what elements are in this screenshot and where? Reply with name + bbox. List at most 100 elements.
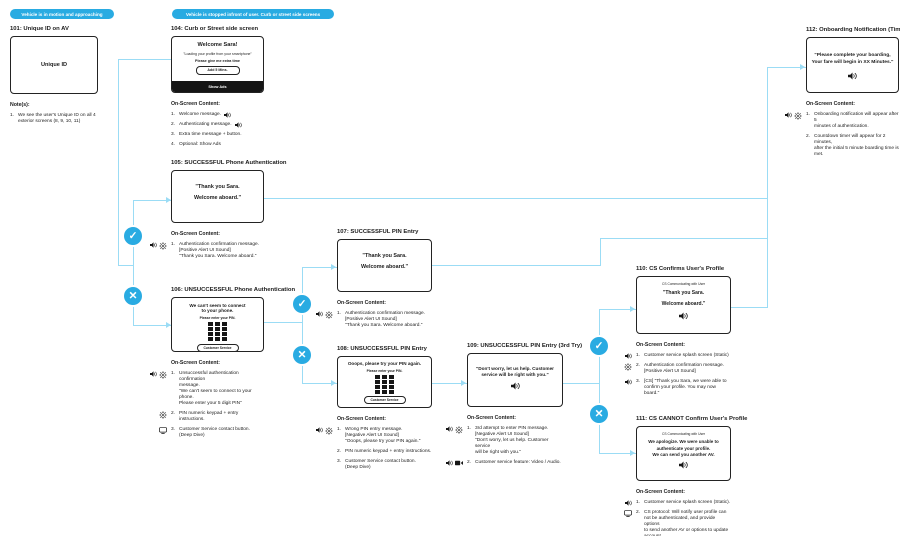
item-text: Customer service splash screen (Static). [644, 500, 731, 505]
content-item: 1. Authentication confirmation message. … [150, 242, 264, 260]
cs-confirm-screen-mock: CS Communicating with User "Thank you Sa… [636, 276, 731, 334]
customer-service-button: Customer Service [363, 396, 406, 405]
speaker-icon [679, 461, 688, 469]
success-pin-screen-mock: "Thank you Sara. Welcome aboard." [337, 239, 432, 292]
content-item: 3. [CS] "Thank you Sara, we were able to… [625, 379, 731, 397]
failure-cross-badge: ✕ [122, 285, 144, 307]
arrow-icon [166, 197, 171, 203]
node-101: 101: Unique ID on AV Unique ID Note(s): … [10, 26, 98, 129]
notes-header: Note(s): [10, 102, 30, 108]
speaker-icon [234, 122, 242, 128]
curb-screen-mock: Welcome Sara! "Loading your profile from… [171, 36, 264, 93]
content-item: 1. Onboarding notification will appear a… [785, 112, 899, 130]
node-title: 101: Unique ID on AV [10, 26, 69, 32]
speaker-icon [150, 242, 157, 250]
node-title: 109: UNSUCCESSFUL PIN Entry (3rd Try) [467, 343, 583, 349]
item-icons [141, 411, 171, 419]
flow-line [562, 383, 599, 385]
speaker-icon [679, 312, 688, 320]
flow-line [432, 265, 600, 267]
item-number: 3. [636, 379, 641, 384]
welcome-heading: Welcome Sara! [197, 42, 238, 48]
node-title: 106: UNSUCCESSFUL Phone Authentication [171, 287, 296, 293]
item-number: 1. [171, 242, 176, 247]
item-number: 3. [171, 132, 176, 137]
alert-ui-sound-icon [159, 411, 167, 419]
content-header: On-Screen Content: [337, 300, 386, 306]
item-text: Optional: Show Ads [179, 142, 221, 147]
content-item: 1. Authentication confirmation message. … [316, 311, 432, 329]
arrow-icon [630, 450, 635, 456]
node-109: 109: UNSUCCESSFUL PIN Entry (3rd Try) "D… [446, 343, 583, 470]
pin-entry-screen-mock: We can't seem to connect to your phone. … [171, 297, 264, 352]
arrow-icon [461, 380, 466, 386]
content-item: 1. 3rd attempt to enter PIN message. [Ne… [446, 426, 563, 456]
item-text: PIN numeric keypad + entry instructions. [345, 449, 432, 454]
item-number: 2. [337, 449, 342, 454]
cross-icon: ✕ [128, 289, 138, 302]
item-text: CS protocol: Will notify user profile ca… [644, 510, 729, 536]
flow-line [133, 325, 171, 327]
item-icons [606, 500, 636, 506]
success-check-badge: ✓ [588, 335, 610, 357]
content-item: 4. Optional: Show Ads [171, 142, 264, 148]
content-item: 1. Wrong PIN entry message. [Negative Al… [316, 427, 432, 445]
pin-keypad [375, 374, 394, 394]
success-check-badge: ✓ [291, 293, 313, 315]
node-105: 105: SUCCESSFUL Phone Authentication "Th… [150, 160, 287, 264]
deep-dive-screen-icon [624, 510, 632, 517]
item-number: 1. [337, 311, 342, 316]
speaker-icon [150, 371, 157, 379]
flow-line [599, 309, 636, 311]
speaker-icon [625, 500, 632, 506]
item-text: Authentication confirmation message. [Po… [345, 311, 425, 328]
item-number: 1. [171, 112, 176, 117]
alert-ui-sound-icon [325, 427, 333, 435]
item-text: We see the user's Unique ID on all 4 ext… [18, 113, 96, 124]
content-item: 1. Unsuccessful authentication confirmat… [150, 371, 264, 407]
cross-icon: ✕ [594, 407, 604, 420]
item-text: Onboarding notification will appear afte… [814, 112, 899, 129]
screen-message: "Thank you Sara. Welcome aboard." [360, 253, 409, 270]
node-110: 110: CS Confirms User's Profile CS Commu… [624, 266, 731, 401]
screen-message: "Don't worry, let us help. Customer serv… [476, 366, 554, 377]
cs-communicating-label: CS Communicating with User [661, 432, 706, 436]
item-icons [141, 427, 171, 434]
node-108: 108: UNSUCCESSFUL PIN Entry Ooops, pleas… [316, 346, 432, 475]
banner-label: Vehicle is in motion and approaching [21, 11, 103, 17]
flow-line [118, 59, 120, 266]
node-title: 110: CS Confirms User's Profile [636, 266, 725, 272]
alert-ui-sound-icon [624, 363, 632, 371]
item-icons [776, 112, 806, 120]
content-item: 2. PIN numeric keypad + entry instructio… [159, 411, 264, 423]
item-number: 2. [636, 510, 641, 515]
flow-line [432, 383, 467, 385]
item-number: 3. [171, 427, 176, 432]
alert-ui-sound-icon [159, 242, 167, 250]
item-icons [307, 427, 337, 435]
arrow-icon [331, 380, 336, 386]
item-number: 1. [10, 113, 15, 118]
node-title: 107: SUCCESSFUL PIN Entry [337, 229, 419, 235]
flow-line [118, 265, 134, 267]
banner-vehicle-stopped: Vehicle is stopped infront of user. Curb… [172, 9, 334, 19]
item-number: 3. [337, 459, 342, 464]
deep-dive-screen-icon [159, 427, 167, 434]
item-number: 1. [171, 371, 176, 376]
item-number: 2. [806, 134, 811, 139]
content-header: On-Screen Content: [171, 101, 220, 107]
flow-line [302, 267, 337, 269]
alert-ui-sound-icon [794, 112, 802, 120]
unique-id-screen: Unique ID [10, 36, 98, 94]
item-icons [307, 311, 337, 319]
arrow-icon [331, 264, 336, 270]
success-auth-screen-mock: "Thank you Sara. Welcome aboard." [171, 170, 264, 223]
success-check-badge: ✓ [122, 225, 144, 247]
content-header: On-Screen Content: [806, 101, 855, 107]
item-text: Authentication confirmation message. [Po… [179, 242, 259, 259]
node-title: 104: Curb or Street side screen [171, 26, 259, 32]
speaker-icon [316, 427, 323, 435]
flow-line [599, 453, 636, 455]
flow-line [133, 200, 171, 202]
content-header: On-Screen Content: [636, 342, 685, 348]
